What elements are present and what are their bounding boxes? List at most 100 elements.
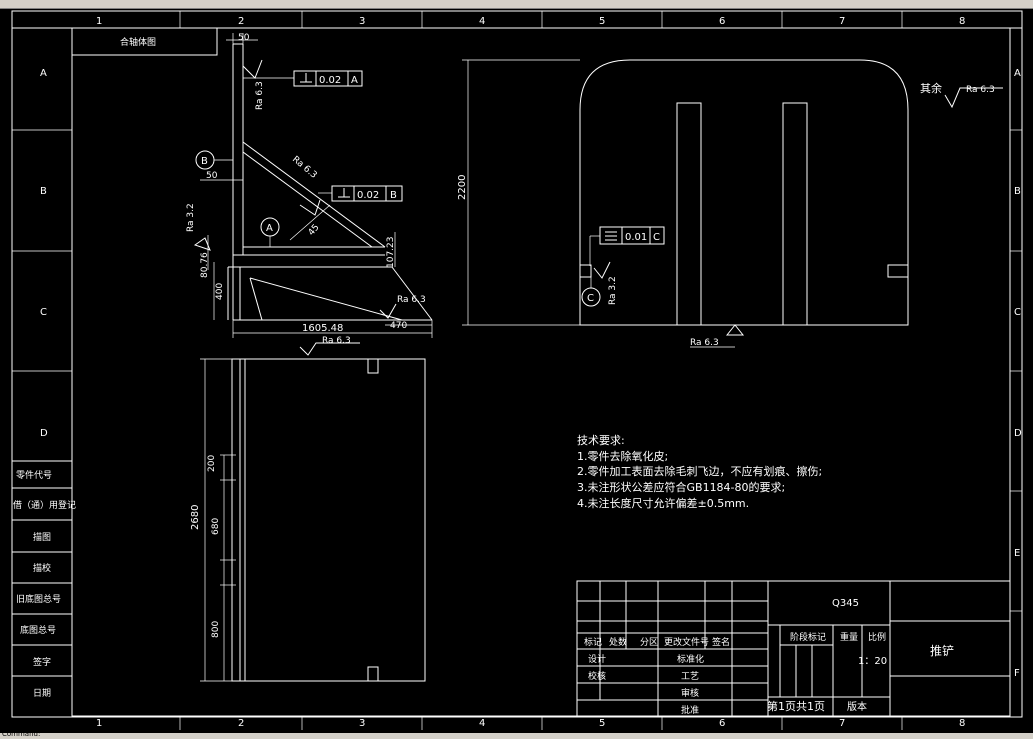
dim-label: 80.76 [200, 252, 210, 278]
notes-title: 技术要求: [577, 434, 625, 447]
dim-label: 200 [207, 455, 217, 472]
tb-header: 分区 [640, 637, 658, 648]
col-label: 2 [238, 718, 244, 729]
row-label: C [40, 307, 47, 318]
col-label: 1 [96, 718, 102, 729]
dim-label: 800 [211, 621, 221, 638]
side-cell: 借（通）用登记 [13, 499, 76, 511]
dim-label: 680 [211, 518, 221, 535]
side-cell: 日期 [33, 688, 51, 699]
roughness-label: Ra 6.3 [690, 338, 719, 348]
col-label: 2 [238, 16, 244, 27]
datum-label: A [266, 223, 273, 234]
bottom-view [200, 358, 426, 682]
tb-scale: 1：20 [858, 656, 887, 667]
row-label: B [40, 186, 47, 197]
tb-row: 审核 [681, 687, 699, 699]
row-grid-ticks [12, 129, 1022, 612]
col-label: 4 [479, 16, 485, 27]
row-label: E [1014, 548, 1020, 559]
side-table [12, 460, 72, 677]
tol-ref: B [390, 190, 397, 201]
col-label: 1 [96, 16, 102, 27]
row-label: D [1014, 428, 1022, 439]
roughness-other: 其余 [920, 81, 942, 95]
tb-header: 处数 [609, 636, 627, 648]
note-line: 1.零件去除氧化皮; [577, 449, 668, 463]
tb-stage: 阶段标记 [790, 631, 826, 643]
roughness-label: Ra 6.3 [255, 81, 265, 110]
tol-ref: C [653, 232, 660, 243]
tb-name: 推铲 [930, 643, 954, 658]
col-label: 8 [959, 718, 965, 729]
dim-label: 45 [307, 223, 322, 238]
outer-border [11, 10, 1023, 718]
dim-label: 2680 [190, 505, 201, 530]
note-line: 4.未注长度尺寸允许偏差±0.5mm. [577, 496, 749, 510]
col-label: 4 [479, 718, 485, 729]
roughness-label: Ra 3.2 [186, 203, 196, 232]
tol-value: 0.02 [357, 190, 379, 201]
tb-version: 版本 [847, 700, 867, 713]
tol-value: 0.02 [319, 75, 341, 86]
front-view [462, 59, 1003, 348]
side-cell: 底图总号 [20, 624, 56, 636]
side-cell: 零件代号 [16, 469, 52, 481]
col-label: 8 [959, 16, 965, 27]
side-cell: 描图 [33, 531, 51, 543]
row-label: D [40, 428, 48, 439]
row-label: A [1014, 68, 1021, 79]
roughness-label: Ra 6.3 [290, 155, 318, 181]
tb-row: 批准 [681, 704, 699, 716]
roughness-label: Ra 6.3 [397, 295, 426, 305]
header-box [71, 27, 218, 56]
note-line: 2.零件加工表面去除毛刺飞边，不应有划痕、擦伤; [577, 464, 822, 478]
dim-label: 470 [390, 321, 407, 331]
roughness-label: Ra 6.3 [322, 336, 351, 346]
tb-row: 工艺 [681, 671, 699, 682]
tol-value: 0.01 [625, 232, 647, 243]
tb-material: Q345 [832, 598, 859, 609]
side-cell: 描校 [33, 562, 51, 574]
col-label: 6 [719, 718, 725, 729]
tb-header: 签名 [712, 636, 730, 648]
side-view [193, 33, 433, 356]
col-label: 3 [359, 718, 365, 729]
col-label: 7 [839, 718, 845, 729]
col-label: 5 [599, 718, 605, 729]
inner-border [71, 27, 1011, 717]
row-label: A [40, 68, 47, 79]
dim-label: 50 [238, 33, 250, 43]
dim-label: 50 [206, 171, 218, 181]
dim-label: 1605.48 [302, 323, 343, 334]
tb-header: 标记 [584, 636, 602, 648]
dim-label: 107.23 [386, 237, 396, 269]
note-line: 3.未注形状公差应符合GB1184-80的要求; [577, 480, 785, 494]
side-cell: 签字 [33, 656, 51, 668]
toolbar [0, 0, 1033, 9]
tb-weight: 重量 [840, 631, 858, 643]
row-label: F [1014, 668, 1020, 679]
tb-ratio: 比例 [868, 631, 886, 643]
datum-label: C [587, 293, 594, 304]
command-prompt: Command: [2, 730, 41, 738]
dim-label: 400 [215, 283, 225, 300]
tb-row: 标准化 [677, 653, 704, 665]
tol-ref: A [351, 75, 358, 86]
top-grid-ticks [179, 11, 903, 730]
tb-sheets: 第1页共1页 [767, 699, 825, 713]
col-label: 3 [359, 16, 365, 27]
header-box-text: 合轴体图 [120, 36, 156, 48]
roughness-label: Ra 3.2 [608, 276, 618, 305]
command-line[interactable]: Command: [0, 730, 1033, 739]
tb-header: 更改文件号 [664, 636, 709, 648]
roughness-label: Ra 6.3 [966, 85, 995, 95]
tb-row: 设计 [588, 653, 606, 665]
title-block [576, 580, 1011, 717]
col-label: 7 [839, 16, 845, 27]
row-label: B [1014, 186, 1021, 197]
datum-label: B [201, 156, 208, 167]
col-label: 5 [599, 16, 605, 27]
dim-label: 2200 [457, 175, 468, 200]
